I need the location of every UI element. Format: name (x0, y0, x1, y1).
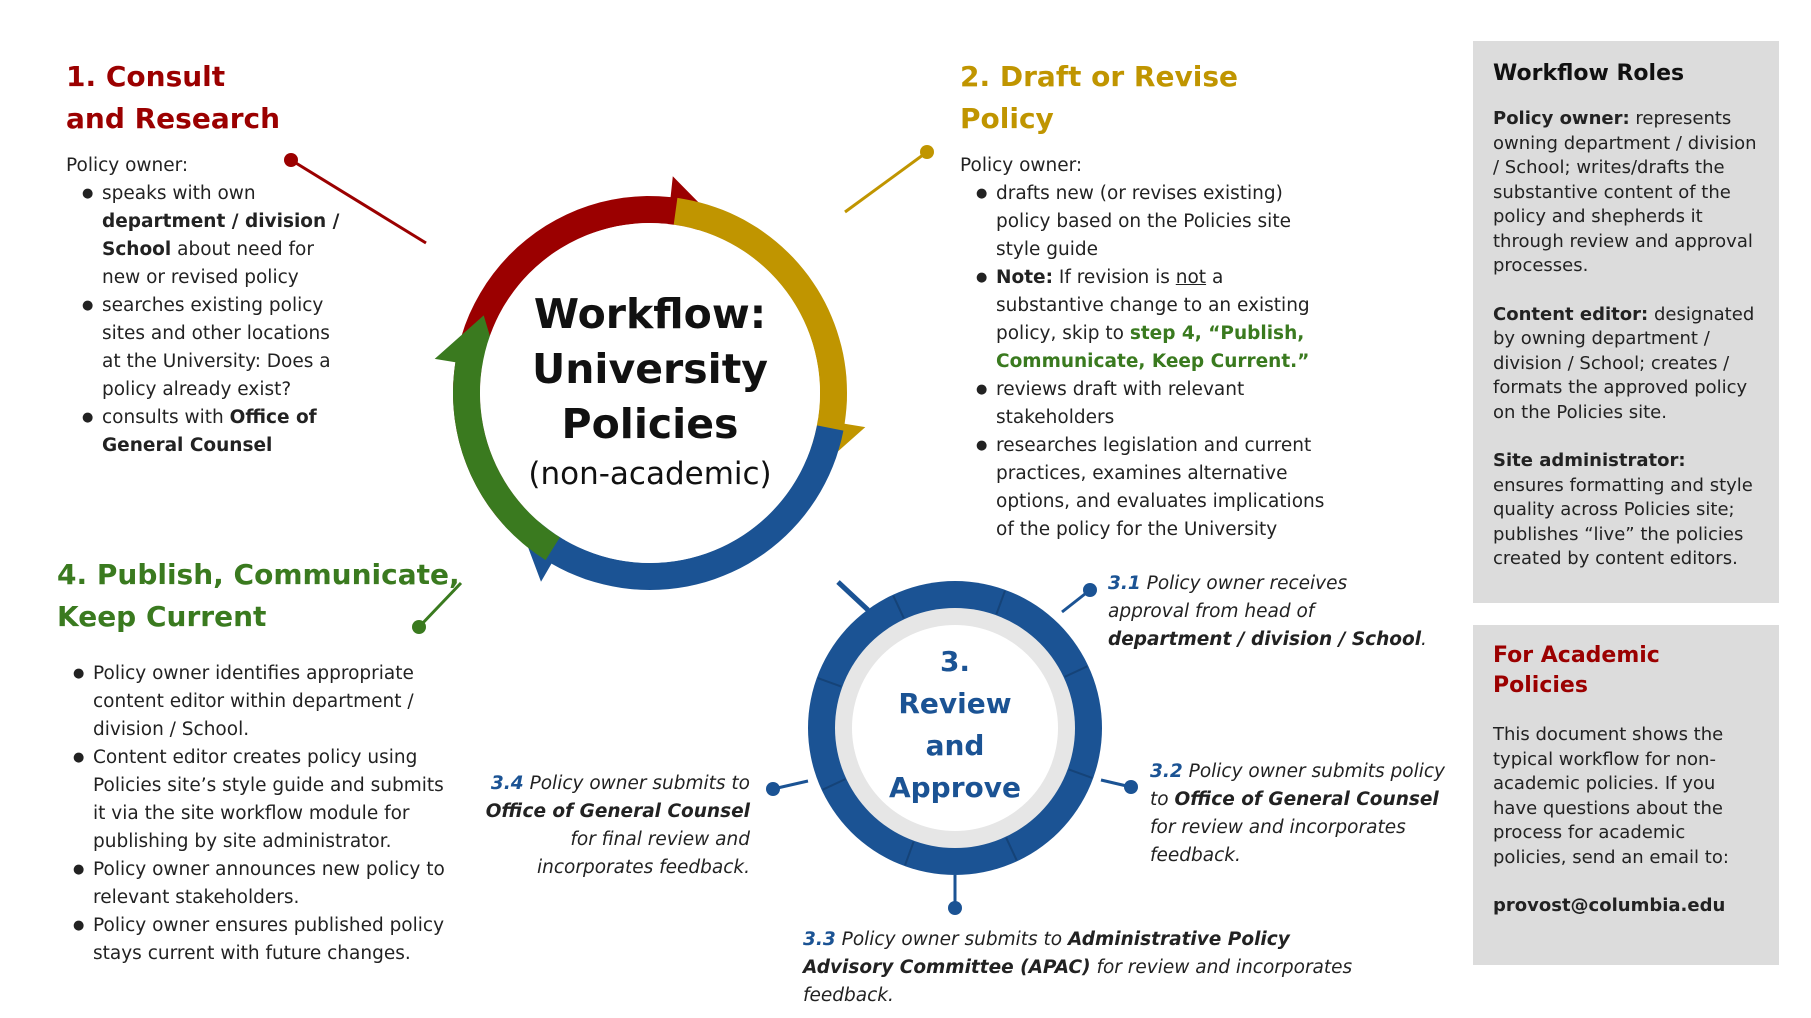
step3-label: 3. Review and Approve (875, 641, 1035, 809)
step1-intro: Policy owner: (66, 155, 189, 176)
step1-arrow-red (453, 176, 719, 525)
step3-label-line3: and (925, 729, 985, 762)
step3-link (836, 580, 870, 612)
step1-section: 1. Consult and Research Policy owner: sp… (66, 56, 396, 460)
review-ring-tick (1064, 665, 1088, 678)
substep-3-2-dot (1124, 780, 1138, 794)
workflow-roles-panel: Workflow Roles Policy owner: represents … (1473, 41, 1779, 603)
center-title-line3: Policies (561, 400, 739, 448)
substep-3-4-dot (766, 782, 780, 796)
center-title-line1: Workflow: (533, 290, 767, 338)
step2-heading: 2. Draft or Revise Policy (960, 60, 1238, 135)
step2-arrow-gold (673, 197, 866, 471)
role-site-administrator: Site administrator: ensures formatting a… (1493, 450, 1753, 569)
step3-label-line2: Review (898, 687, 1012, 720)
center-title-line2: University (531, 345, 769, 393)
substep-3-2: 3.2 Policy owner submits policy to Offic… (1150, 761, 1445, 866)
step1-heading-line1: 1. Consult (66, 60, 226, 93)
review-ring-tick (1005, 837, 1018, 861)
academic-policies-panel: For Academic Policies This document show… (1473, 625, 1779, 965)
step2-bullet-4: researches legislation and current pract… (976, 432, 1330, 544)
review-ring-tick (817, 677, 842, 688)
academic-email-link[interactable]: provost@columbia.edu (1493, 895, 1726, 916)
step4-arrow-green (434, 315, 560, 561)
step3-arrow-blue (518, 425, 844, 590)
step4-heading-line2: Keep Current (57, 600, 267, 633)
step2-bullet-2: Note: If revision is not a substantive c… (976, 264, 1330, 376)
step4-section: 4. Publish, Communicate, Keep Current Po… (57, 554, 477, 968)
main-center-disc (480, 223, 820, 563)
substep-3-3: 3.3 Policy owner submits to Administrati… (803, 929, 1353, 1006)
step4-bullet-3: Policy owner announces new policy to rel… (73, 856, 453, 912)
step3-label-line4: Approve (888, 771, 1022, 804)
substep-3-4: 3.4 Policy owner submits to Office of Ge… (485, 773, 750, 878)
review-ring-tick (995, 590, 1006, 615)
center-subtitle: (non-academic) (528, 456, 772, 492)
step4-connector (417, 581, 463, 629)
step4-heading-line1: 4. Publish, Communicate, (57, 558, 460, 591)
role-content-editor: Content editor: designated by owning dep… (1493, 303, 1755, 423)
academic-description: This document shows the typical workflow… (1493, 724, 1729, 868)
connector-lines (284, 145, 934, 634)
review-ring-tick (904, 841, 915, 866)
step1-connector (290, 158, 427, 245)
step1-heading-line2: and Research (66, 102, 281, 135)
step1-list: speaks with own department / division / … (66, 180, 348, 460)
roles-title: Workflow Roles (1493, 61, 1685, 86)
step2-bullet-3: reviews draft with relevant stakeholders (976, 376, 1330, 432)
substep-3-1: 3.1 Policy owner receives approval from … (1108, 573, 1427, 650)
role-policy-owner: Policy owner: represents owning departme… (1493, 108, 1757, 276)
substep-3-1-dot (1083, 583, 1097, 597)
academic-title: For Academic Policies (1493, 643, 1660, 698)
review-ring-tick (892, 595, 905, 619)
review-ring-tick (1068, 768, 1093, 779)
step2-bullet-1: drafts new (or revises existing) policy … (976, 180, 1330, 264)
step4-list: Policy owner identifies appropriate cont… (57, 660, 453, 968)
review-ring-tick (822, 778, 846, 791)
step3-label-line1: 3. (939, 645, 971, 678)
step4-bullet-4: Policy owner ensures published policy st… (73, 912, 453, 968)
step4-bullet-1: Policy owner identifies appropriate cont… (73, 660, 453, 744)
step4-connector-dot (412, 620, 426, 634)
step2-connector-dot (920, 145, 934, 159)
step2-intro: Policy owner: (960, 155, 1083, 176)
step1-bullet-2: searches existing policy sites and other… (82, 292, 348, 404)
review-ring-center (852, 625, 1058, 831)
step1-bullet-3: consults with Office of General Counsel (82, 404, 348, 460)
step1-bullet-1: speaks with own department / division / … (82, 180, 348, 292)
substep-3-3-dot (948, 901, 962, 915)
step1-connector-dot (284, 153, 298, 167)
step2-section: 2. Draft or Revise Policy Policy owner: … (960, 56, 1340, 544)
step4-bullet-2: Content editor creates policy using Poli… (73, 744, 453, 856)
step2-list: drafts new (or revises existing) policy … (960, 180, 1330, 544)
center-title-block: Workflow: University Policies (non-acade… (480, 287, 820, 496)
step2-connector (844, 150, 928, 214)
substep-connectors (766, 583, 1138, 915)
review-ring-segment-ticks (817, 590, 1093, 866)
